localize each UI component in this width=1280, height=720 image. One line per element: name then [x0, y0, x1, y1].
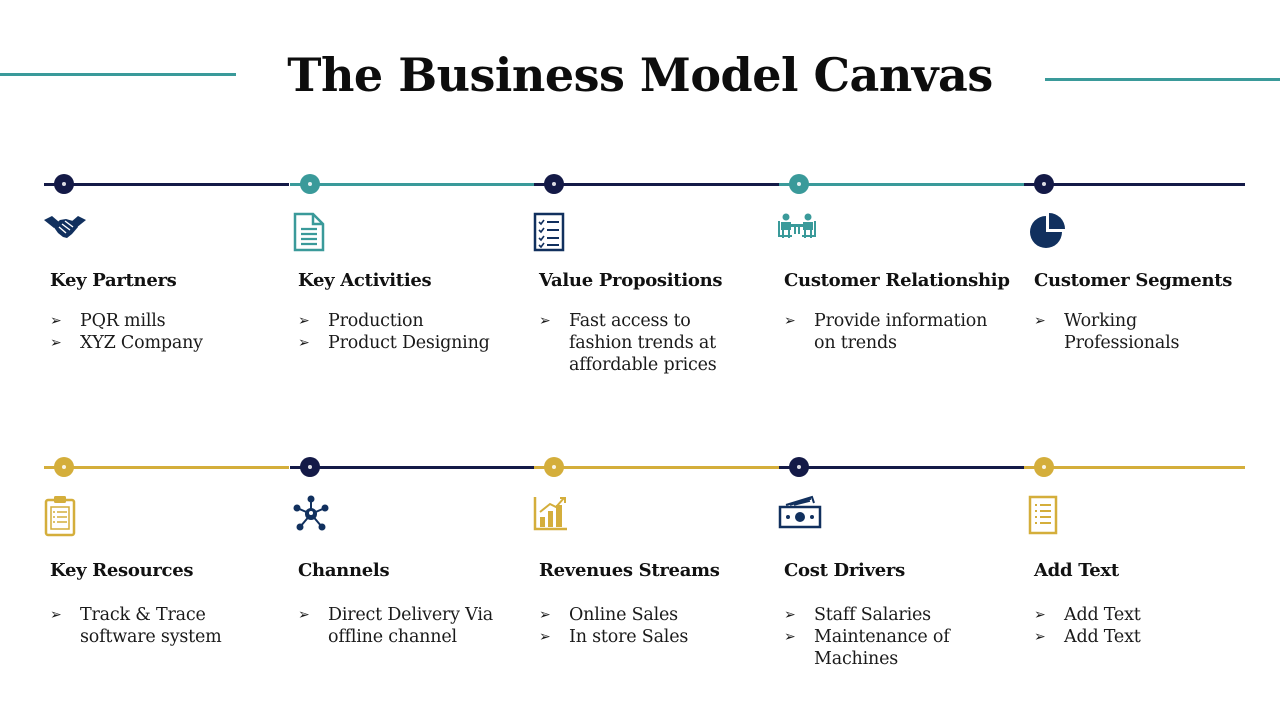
list-item: ➢ Maintenance of Machines — [784, 626, 999, 670]
list-icon — [1028, 495, 1058, 539]
timeline-dot — [54, 457, 74, 477]
arrow-bullet-icon: ➢ — [1034, 313, 1046, 329]
arrow-bullet-icon: ➢ — [784, 629, 796, 645]
title-decoration-right — [1045, 78, 1280, 81]
block-heading: Channels — [298, 560, 390, 581]
list-item-text: Online Sales — [569, 605, 678, 625]
list-item-text: Maintenance of Machines — [814, 627, 950, 669]
list-item: ➢ Working Professionals — [1034, 310, 1249, 354]
block-heading: Key Resources — [50, 560, 194, 581]
timeline-segment — [779, 466, 1024, 469]
arrow-bullet-icon: ➢ — [298, 335, 310, 351]
arrow-bullet-icon: ➢ — [539, 313, 551, 329]
bullet-list: ➢ Staff Salaries ➢ Maintenance of Machines — [784, 604, 999, 670]
timeline-segment — [534, 466, 779, 469]
timeline-segment — [290, 466, 535, 469]
handshake-icon — [44, 212, 86, 246]
list-item-text: Track & Trace software system — [80, 605, 222, 647]
list-item: ➢ In store Sales — [539, 626, 739, 648]
list-item-text: PQR mills — [80, 311, 166, 331]
timeline-dot — [789, 174, 809, 194]
list-item-text: XYZ Company — [80, 333, 203, 353]
timeline-segment — [44, 466, 289, 469]
list-item: ➢ Fast access to fashion trends at afford… — [539, 310, 739, 376]
list-item-text: Direct Delivery Via offline channel — [328, 605, 493, 647]
list-item: ➢ XYZ Company — [50, 332, 265, 354]
arrow-bullet-icon: ➢ — [50, 335, 62, 351]
bullet-list: ➢ Direct Delivery Via offline channel — [298, 604, 513, 648]
bullet-list: ➢ Online Sales ➢ In store Sales — [539, 604, 739, 648]
arrow-bullet-icon: ➢ — [784, 607, 796, 623]
arrow-bullet-icon: ➢ — [1034, 607, 1046, 623]
list-item-text: Production — [328, 311, 424, 331]
growth-chart-icon — [533, 495, 569, 535]
list-item: ➢ Direct Delivery Via offline channel — [298, 604, 513, 648]
list-item: ➢ Production — [298, 310, 513, 332]
bullet-list: ➢ Working Professionals — [1034, 310, 1249, 354]
page-title: The Business Model Canvas — [287, 48, 993, 102]
list-item: ➢ Track & Trace software system — [50, 604, 265, 648]
meeting-icon — [778, 212, 816, 246]
document-icon — [292, 212, 326, 256]
block-heading: Revenues Streams — [539, 560, 720, 581]
list-item-text: Fast access to fashion trends at afforda… — [569, 311, 717, 375]
list-item: ➢ PQR mills — [50, 310, 265, 332]
list-item: ➢ Provide information on trends — [784, 310, 999, 354]
block-heading: Customer Segments — [1034, 270, 1233, 291]
list-item-text: Provide information on trends — [814, 311, 988, 353]
clipboard-icon — [44, 495, 76, 541]
bullet-list: ➢ Add Text ➢ Add Text — [1034, 604, 1249, 648]
timeline-segment — [779, 183, 1024, 186]
block-heading: Cost Drivers — [784, 560, 905, 581]
list-item: ➢ Add Text — [1034, 626, 1249, 648]
timeline-segment — [290, 183, 535, 186]
list-item: ➢ Online Sales — [539, 604, 739, 626]
list-item-text: Working Professionals — [1064, 311, 1180, 353]
network-icon — [292, 495, 330, 537]
timeline-dot — [300, 457, 320, 477]
timeline-segment — [534, 183, 779, 186]
arrow-bullet-icon: ➢ — [298, 607, 310, 623]
arrow-bullet-icon: ➢ — [539, 607, 551, 623]
timeline-dot — [789, 457, 809, 477]
bullet-list: ➢ Production ➢ Product Designing — [298, 310, 513, 354]
timeline-dot — [544, 174, 564, 194]
list-item: ➢ Staff Salaries — [784, 604, 999, 626]
list-item: ➢ Add Text — [1034, 604, 1249, 626]
block-heading: Add Text — [1034, 560, 1119, 581]
bullet-list: ➢ Fast access to fashion trends at afford… — [539, 310, 739, 376]
list-item-text: Add Text — [1064, 627, 1141, 647]
timeline-segment — [1024, 183, 1245, 186]
bullet-list: ➢ PQR mills ➢ XYZ Company — [50, 310, 265, 354]
arrow-bullet-icon: ➢ — [50, 607, 62, 623]
block-heading: Customer Relationship — [784, 270, 1010, 291]
timeline-dot — [1034, 174, 1054, 194]
block-heading: Key Activities — [298, 270, 432, 291]
arrow-bullet-icon: ➢ — [298, 313, 310, 329]
pie-chart-icon — [1028, 212, 1068, 256]
block-heading: Value Propositions — [539, 270, 723, 291]
bullet-list: ➢ Provide information on trends — [784, 310, 999, 354]
timeline-segment — [44, 183, 289, 186]
timeline-segment — [1024, 466, 1245, 469]
bullet-list: ➢ Track & Trace software system — [50, 604, 265, 648]
title-decoration-left — [0, 73, 236, 76]
timeline-dot — [54, 174, 74, 194]
arrow-bullet-icon: ➢ — [50, 313, 62, 329]
checklist-icon — [533, 212, 565, 256]
arrow-bullet-icon: ➢ — [784, 313, 796, 329]
arrow-bullet-icon: ➢ — [1034, 629, 1046, 645]
cash-icon — [778, 495, 822, 533]
list-item: ➢ Product Designing — [298, 332, 513, 354]
list-item-text: Staff Salaries — [814, 605, 931, 625]
list-item-text: In store Sales — [569, 627, 689, 647]
block-heading: Key Partners — [50, 270, 177, 291]
list-item-text: Add Text — [1064, 605, 1141, 625]
timeline-dot — [1034, 457, 1054, 477]
timeline-dot — [544, 457, 564, 477]
list-item-text: Product Designing — [328, 333, 490, 353]
arrow-bullet-icon: ➢ — [539, 629, 551, 645]
timeline-dot — [300, 174, 320, 194]
